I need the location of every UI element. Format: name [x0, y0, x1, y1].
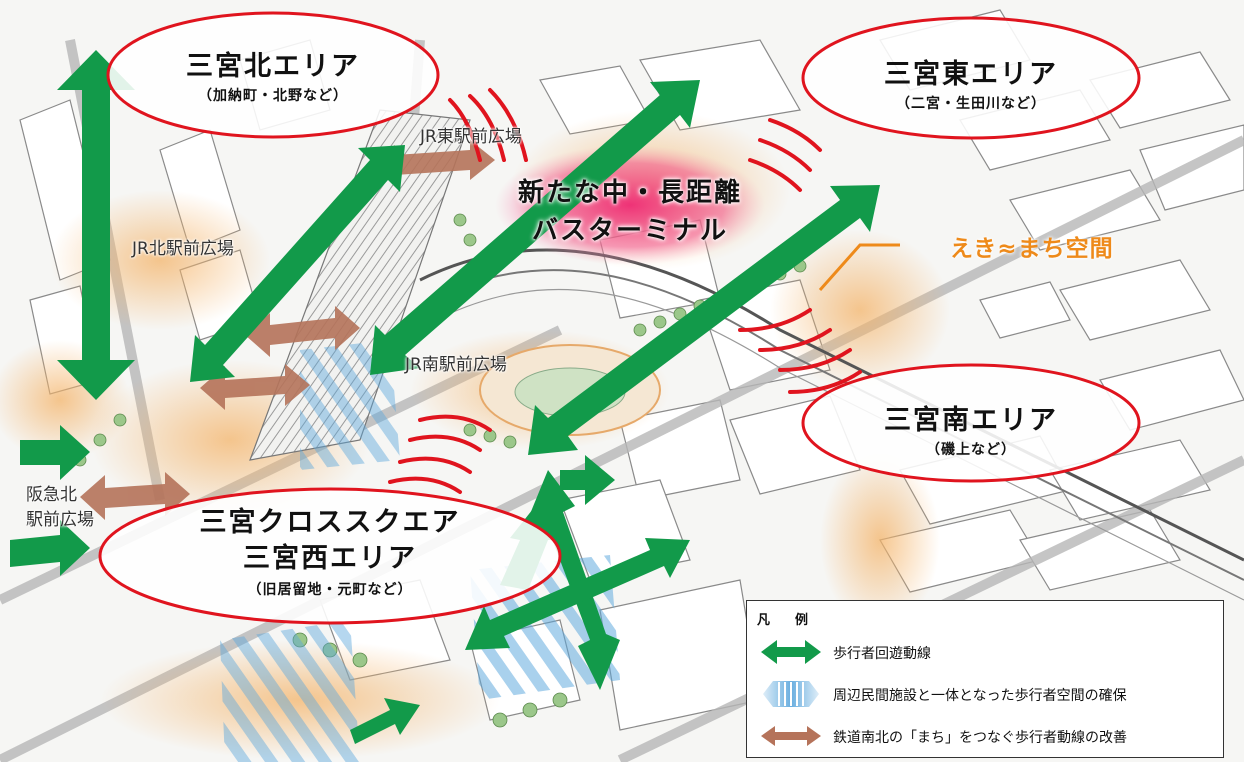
brown-double-arrow-icon [761, 726, 821, 746]
east-area-label: 三宮東エリア （二宮・生田川など） [826, 52, 1116, 113]
green-double-arrow-icon [761, 640, 821, 664]
east-area-title: 三宮東エリア [884, 59, 1058, 90]
north-area-title: 三宮北エリア [186, 51, 360, 82]
north-area-ring [106, 11, 440, 139]
east-area-subtitle: （二宮・生田川など） [896, 96, 1046, 112]
jr-south-plaza-label: JR南駅前広場 [405, 355, 507, 375]
area-ellipses [98, 11, 1141, 625]
connection-arcs [388, 88, 862, 494]
south-area-title: 三宮南エリア [884, 405, 1058, 436]
green-arrows [10, 50, 880, 744]
legend-item-green-label: 歩行者回遊動線 [833, 646, 931, 662]
bus-terminal-zone [495, 145, 765, 265]
west-area-subtitle: （旧居留地・元町など） [247, 582, 413, 598]
hankyu-plaza-label-line2: 駅前広場 [26, 510, 94, 530]
south-area-ring [801, 363, 1141, 483]
legend-item-blue: 周辺民間施設と一体となった歩行者空間の確保 [759, 679, 1219, 709]
legend-item-brown: 鉄道南北の「まち」をつなぐ歩行者動線の改善 [759, 721, 1219, 751]
south-area-subtitle: （磯上など） [926, 442, 1016, 458]
ekimachi-space-label: えき≈まち空間 [950, 236, 1114, 262]
jr-east-plaza-label: JR東駅前広場 [420, 127, 522, 147]
legend-item-green: 歩行者回遊動線 [759, 637, 1219, 667]
west-area-ring [98, 487, 562, 625]
jr-north-plaza-label: JR北駅前広場 [132, 239, 234, 259]
bus-terminal-line1: 新たな中・長距離 [517, 178, 742, 208]
ekimachi-leader-line [818, 243, 900, 291]
north-area-subtitle: （加納町・北野など） [198, 88, 348, 104]
west-area-label: 三宮クロススクエア 三宮西エリア （旧居留地・元町など） [130, 505, 530, 599]
blue-striped-arrow-icon [763, 681, 819, 707]
bus-terminal-label: 新たな中・長距離 バスターミナル [480, 174, 780, 250]
west-area-title-line1: 三宮クロススクエア [199, 507, 461, 538]
legend-box: 凡 例 歩行者回遊動線 [746, 600, 1224, 758]
legend-title: 凡 例 [757, 613, 815, 628]
west-area-title-line2: 三宮西エリア [243, 543, 417, 574]
north-area-label: 三宮北エリア （加納町・北野など） [128, 44, 418, 105]
bus-terminal-line2: バスターミナル [531, 216, 728, 246]
east-area-ring [801, 16, 1141, 140]
south-area-label: 三宮南エリア （磯上など） [826, 398, 1116, 459]
hankyu-plaza-label-line1: 阪急北 [26, 485, 77, 505]
legend-item-brown-label: 鉄道南北の「まち」をつなぐ歩行者動線の改善 [833, 730, 1127, 746]
legend-item-blue-label: 周辺民間施設と一体となった歩行者空間の確保 [833, 688, 1127, 704]
